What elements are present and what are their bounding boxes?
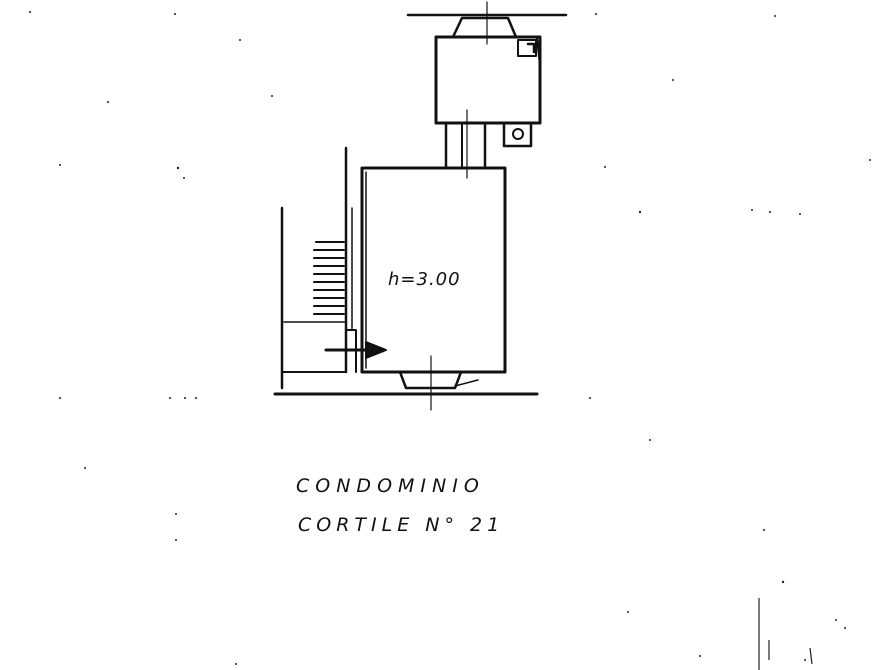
upper-room-walls (434, 35, 542, 125)
caption-condominio: CONDOMINIO (296, 475, 485, 497)
stair-steps (313, 241, 345, 315)
plan-linework (273, 1, 568, 411)
upper-room-fixture (517, 39, 537, 57)
caption-cortile: CORTILE N° 21 (298, 514, 504, 536)
upper-room-side-mark (536, 37, 541, 67)
stair-landing (345, 329, 357, 373)
side-box (502, 121, 533, 148)
entrance-arrow-head (365, 341, 387, 359)
room-height-label: h=3.00 (388, 269, 461, 290)
scan-noise (29, 11, 871, 665)
main-room-walls (360, 166, 507, 374)
bottom-door-mark (454, 379, 479, 387)
upper-room-hatch (526, 42, 536, 54)
top-door-recess (451, 16, 518, 39)
side-box-ring (512, 128, 524, 140)
scan-noise-marks (758, 598, 813, 670)
